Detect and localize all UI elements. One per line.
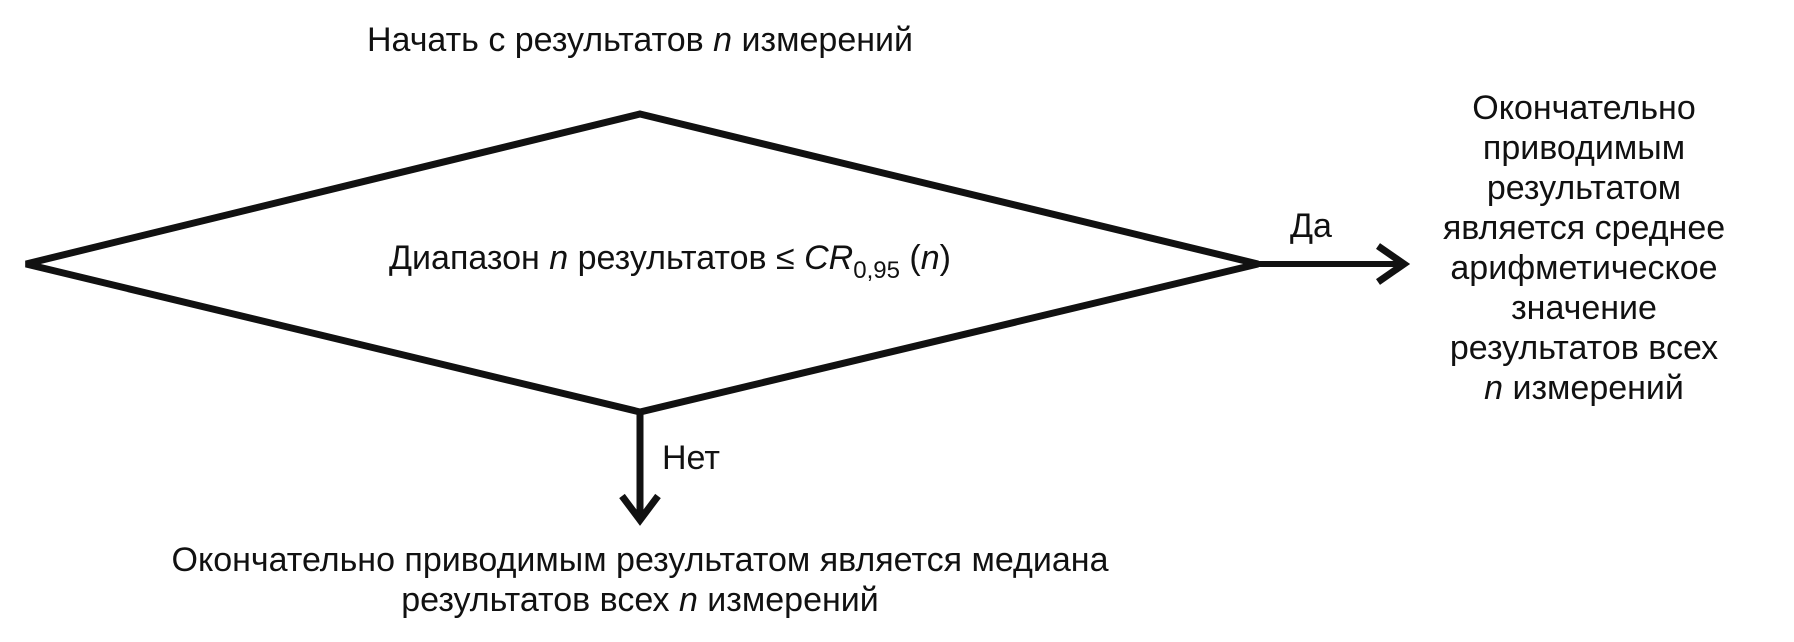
start-text-after: измерений bbox=[732, 21, 913, 59]
result-right-line-2: приводимым bbox=[1482, 129, 1686, 167]
condition-var-n: n bbox=[549, 239, 569, 277]
condition-text-middle: результатов ≤ bbox=[568, 239, 805, 277]
condition-label: Диапазон n результатов ≤ CR0,95 (n) bbox=[260, 238, 1080, 284]
result-bottom-line-2-text: результатов всех bbox=[401, 581, 679, 619]
result-bottom-var-n: n bbox=[678, 581, 698, 619]
result-right-line-5: арифметическое bbox=[1450, 249, 1718, 287]
result-right-line-8: n измерений bbox=[1404, 368, 1764, 408]
yes-branch-label: Да bbox=[1290, 207, 1332, 245]
start-text-before: Начать с результатов bbox=[367, 21, 714, 59]
start-var-n: n bbox=[713, 21, 733, 59]
yes-arrowhead bbox=[1376, 243, 1411, 285]
start-label: Начать с результатов n измерений bbox=[300, 20, 980, 60]
result-bottom-line-2-after: измерений bbox=[697, 581, 879, 619]
result-bottom-line-2: результатов всех n измерений bbox=[100, 580, 1180, 620]
result-right-var-n: n bbox=[1484, 369, 1504, 407]
result-median-text: Окончательно приводимым результатом явля… bbox=[100, 540, 1180, 620]
condition-cr-subscript: 0,95 bbox=[853, 257, 900, 284]
result-mean-text: Окончательно приводимым результатом явля… bbox=[1404, 88, 1764, 408]
condition-paren-var: n bbox=[920, 239, 940, 277]
result-right-line-3: результатом bbox=[1486, 169, 1682, 207]
no-branch-label: Нет bbox=[662, 439, 720, 477]
result-right-line-7: результатов всех bbox=[1449, 329, 1719, 367]
result-right-line-8-text: измерений bbox=[1503, 369, 1684, 407]
result-right-line-1: Окончательно bbox=[1472, 89, 1696, 127]
condition-text-before: Диапазон bbox=[389, 239, 550, 277]
condition-cr-symbol: CR bbox=[804, 239, 854, 277]
condition-paren-open: ( bbox=[899, 239, 921, 277]
condition-paren-close: ) bbox=[939, 239, 951, 277]
result-right-line-4: является среднее bbox=[1442, 209, 1726, 247]
result-right-line-6: значение bbox=[1511, 289, 1657, 327]
no-arrowhead bbox=[619, 493, 661, 526]
result-bottom-line-1: Окончательно приводимым результатом явля… bbox=[171, 541, 1109, 579]
